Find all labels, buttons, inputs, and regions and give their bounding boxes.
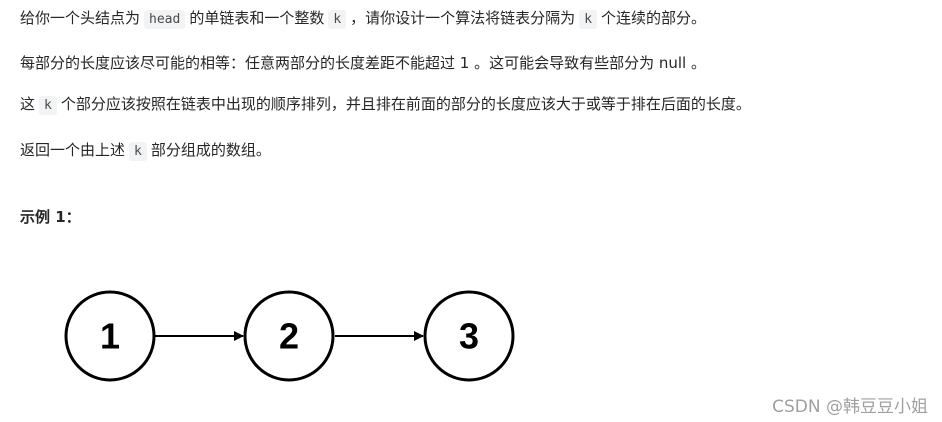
linked-list-diagram: 1 2 3: [64, 290, 515, 382]
node-label-2: 2: [279, 316, 299, 357]
list-node-2: 2: [243, 290, 335, 382]
node-label-1: 1: [100, 316, 120, 357]
watermark: CSDN @韩豆豆小姐: [772, 397, 928, 417]
inline-code-k: k: [39, 96, 57, 115]
inline-code-k: k: [129, 142, 147, 161]
inline-code-k: k: [328, 10, 347, 29]
list-node-1: 1: [64, 290, 156, 382]
text-segment: 部分组成的数组。: [150, 141, 271, 159]
text-segment: 个部分应该按照在链表中出现的顺序排列，并且排在前面的部分的长度应该大于或等于排在…: [60, 95, 751, 113]
description-paragraph-2: 每部分的长度应该尽可能的相等：任意两部分的长度差距不能超过 1 。这可能会导致有…: [20, 51, 706, 75]
example-title: 示例 1：: [20, 208, 81, 226]
text-segment: 的单链表和一个整数: [189, 9, 325, 27]
inline-code-head: head: [144, 10, 186, 29]
text-segment: 个连续的部分。: [601, 9, 707, 27]
text-segment: 给你一个头结点为: [20, 9, 141, 27]
inline-code-k: k: [579, 10, 598, 29]
text-segment: ，请你设计一个算法将链表分隔为: [350, 9, 576, 27]
list-node-3: 3: [423, 290, 515, 382]
text-segment: 每部分的长度应该尽可能的相等：任意两部分的长度差距不能超过 1 。这可能会导致有…: [20, 54, 706, 72]
node-label-3: 3: [459, 316, 479, 357]
text-segment: 返回一个由上述: [20, 141, 126, 159]
text-segment: 这: [20, 95, 36, 113]
